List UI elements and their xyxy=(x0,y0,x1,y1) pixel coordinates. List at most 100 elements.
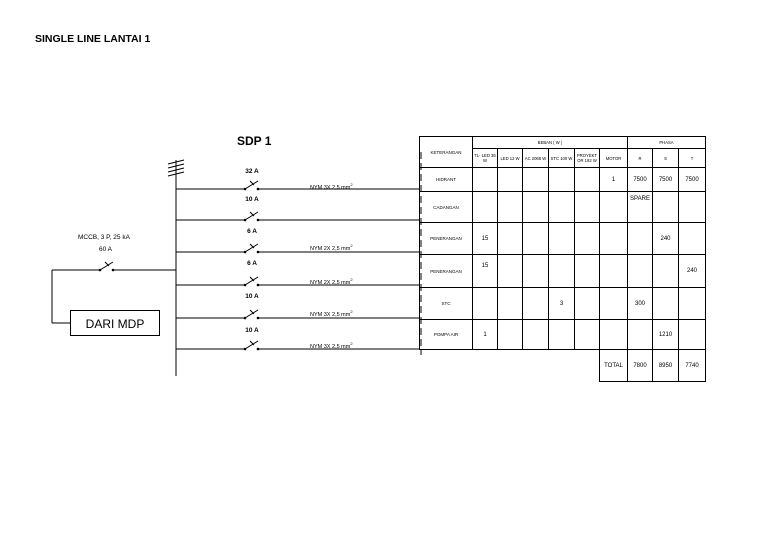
header-s: S xyxy=(652,148,679,168)
table-row: PENERANGAN 15 240 xyxy=(419,254,706,288)
cell-r xyxy=(627,254,653,288)
table-row: POMPA AIR 1 1210 xyxy=(419,319,706,350)
cell-stc xyxy=(548,254,575,288)
header-beban: BEBAN ( W ) xyxy=(472,136,628,149)
total-t: 7740 xyxy=(678,349,706,382)
cell-r: SPARE xyxy=(627,191,653,223)
cell-ac xyxy=(522,287,549,320)
cell-proyektor xyxy=(574,254,600,288)
breaker-rating-6: 10 A xyxy=(245,327,259,334)
total-row: TOTAL 7800 8950 7740 xyxy=(420,349,706,382)
cell-motor xyxy=(599,191,628,223)
load-table: KETERANGAN BEBAN ( W ) PHASA TL- LED 36 … xyxy=(419,136,706,382)
cell-tl-led xyxy=(472,191,498,223)
breaker-icon xyxy=(240,309,262,320)
cell-s: 7500 xyxy=(652,167,679,192)
circuit-1 xyxy=(176,180,419,191)
cell-led xyxy=(497,287,523,320)
cell-stc: 3 xyxy=(548,287,575,320)
header-ac: AC 2068 W xyxy=(522,148,549,168)
header-motor: MOTOR xyxy=(599,148,628,168)
cell-ac xyxy=(522,254,549,288)
table-row: STC 3 300 xyxy=(419,287,706,320)
breaker-icon xyxy=(240,243,262,254)
cell-led xyxy=(497,319,523,350)
cell-stc xyxy=(548,191,575,223)
cable-label-4: NYM 2X 2,5 mm2 xyxy=(310,277,353,286)
cell-s: 240 xyxy=(652,222,679,255)
cell-motor xyxy=(599,319,628,350)
cell-t xyxy=(678,222,706,255)
cable-label-3: NYM 2X 2,5 mm2 xyxy=(310,243,353,252)
cell-motor xyxy=(599,222,628,255)
cell-t: 7500 xyxy=(678,167,706,192)
header-proyektor: PROYEKT OR 192 W xyxy=(574,148,600,168)
cell-r xyxy=(627,319,653,350)
row-keterangan: CADANGAN xyxy=(419,191,473,223)
cell-led xyxy=(497,167,523,192)
breaker-icon xyxy=(240,211,262,222)
cell-ac xyxy=(522,222,549,255)
header-r: R xyxy=(627,148,653,168)
row-keterangan: PENERANGAN xyxy=(419,222,473,255)
cell-stc xyxy=(548,167,575,192)
cable-label-6: NYM 3X 2,5 mm2 xyxy=(310,341,353,350)
cell-stc xyxy=(548,222,575,255)
cell-t xyxy=(678,191,706,223)
cell-r: 7500 xyxy=(627,167,653,192)
breaker-rating-1: 32 A xyxy=(245,168,259,175)
header-phasa: PHASA xyxy=(627,136,706,149)
header-stc: STC 100 W xyxy=(548,148,575,168)
cell-r: 300 xyxy=(627,287,653,320)
row-keterangan: PENERANGAN xyxy=(419,254,473,288)
cell-led xyxy=(497,191,523,223)
cell-proyektor xyxy=(574,167,600,192)
circuit-2 xyxy=(176,211,419,222)
cell-motor xyxy=(599,287,628,320)
cell-ac xyxy=(522,319,549,350)
cell-ac xyxy=(522,167,549,192)
table-row: CADANGAN SPARE xyxy=(419,191,706,223)
cell-tl-led: 15 xyxy=(472,222,498,255)
header-tl-led: TL- LED 36 W xyxy=(472,148,498,168)
cell-tl-led: 15 xyxy=(472,254,498,288)
mccb-breaker-icon xyxy=(96,261,118,272)
mccb-rating: 60 A xyxy=(99,246,113,253)
cell-t xyxy=(678,319,706,350)
table-row: PENERANGAN 15 240 xyxy=(419,222,706,255)
cell-tl-led xyxy=(472,287,498,320)
cell-tl-led: 1 xyxy=(472,319,498,350)
cell-motor xyxy=(599,254,628,288)
total-s: 8950 xyxy=(652,349,679,382)
row-keterangan: HIDRANT xyxy=(419,167,473,192)
cell-stc xyxy=(548,319,575,350)
cell-proyektor xyxy=(574,319,600,350)
breaker-rating-4: 6 A xyxy=(247,260,257,267)
cell-s xyxy=(652,287,679,320)
cell-s xyxy=(652,254,679,288)
circuit-4 xyxy=(176,276,419,287)
breaker-icon xyxy=(240,276,262,287)
cable-label-1: NYM 3X 2,5 mm2 xyxy=(310,182,353,191)
total-r: 7800 xyxy=(627,349,653,382)
total-label: TOTAL xyxy=(599,349,628,382)
source-box: DARI MDP xyxy=(70,310,160,336)
cell-proyektor xyxy=(574,287,600,320)
cable-label-5: NYM 3X 2,5 mm2 xyxy=(310,309,353,318)
cell-ac xyxy=(522,191,549,223)
circuit-3 xyxy=(176,243,419,254)
header-keterangan: KETERANGAN xyxy=(419,136,473,168)
panel-title: SDP 1 xyxy=(237,134,272,148)
circuit-6 xyxy=(176,340,419,351)
cell-motor: 1 xyxy=(599,167,628,192)
total-spacer xyxy=(420,350,600,382)
cell-led xyxy=(497,222,523,255)
cell-proyektor xyxy=(574,191,600,223)
row-keterangan: POMPA AIR xyxy=(419,319,473,350)
page-title: SINGLE LINE LANTAI 1 xyxy=(35,33,151,45)
cell-s: 1210 xyxy=(652,319,679,350)
cell-t xyxy=(678,287,706,320)
row-keterangan: STC xyxy=(419,287,473,320)
circuit-5 xyxy=(176,309,419,320)
table-row: HIDRANT 1 7500 7500 7500 xyxy=(419,167,706,192)
